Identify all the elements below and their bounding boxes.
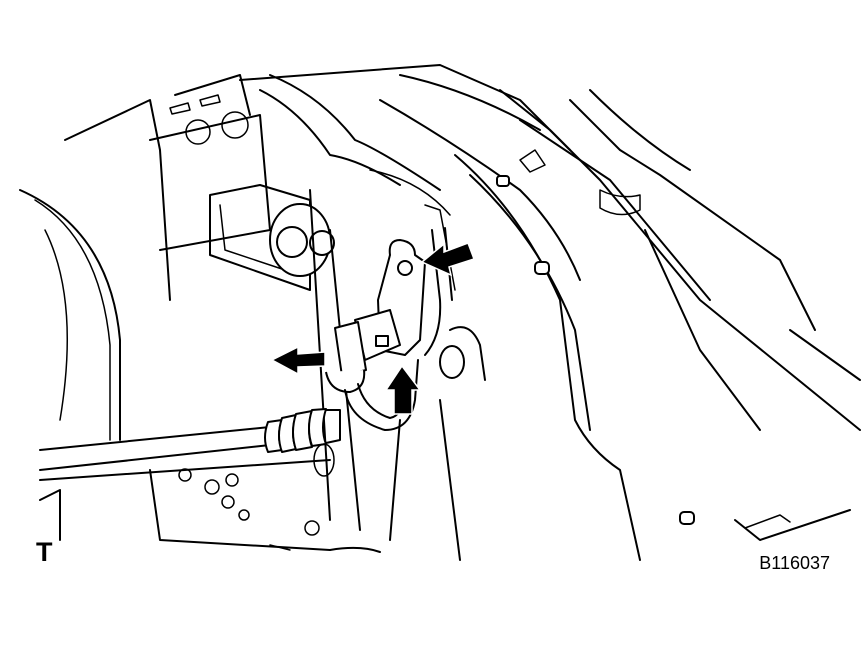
figure-code: B116037	[759, 553, 830, 573]
arrow-icon	[384, 364, 422, 415]
body-panel-left	[19, 74, 311, 441]
bolt-grommet	[269, 203, 335, 277]
body-panel-right	[239, 64, 861, 561]
lower-panel	[39, 443, 381, 553]
connector	[325, 309, 401, 393]
arrow-icon	[270, 345, 326, 376]
view-letter: T	[36, 537, 53, 567]
main-cable	[39, 408, 341, 471]
arrow-icon	[420, 242, 475, 277]
